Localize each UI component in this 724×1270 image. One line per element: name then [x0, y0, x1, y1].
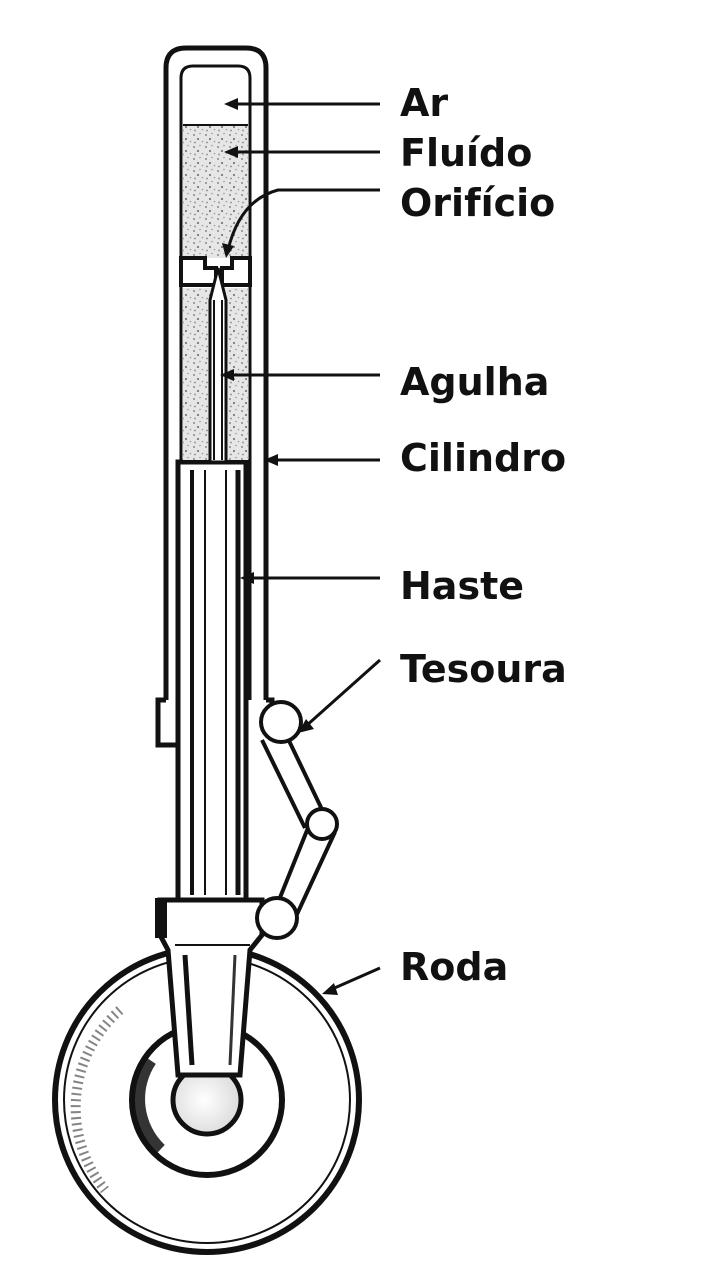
metering-needle: [208, 267, 228, 464]
fluid-upper: [183, 124, 248, 258]
leader-tesoura: [298, 658, 381, 733]
label-tesoura: Tesoura: [400, 647, 567, 691]
label-ar: Ar: [400, 81, 449, 125]
link-pivot-bottom: [255, 896, 299, 940]
link-pivot-mid: [305, 807, 339, 841]
leader-cilindro: [264, 454, 380, 466]
label-orificio: Orifício: [400, 181, 556, 225]
label-haste: Haste: [400, 564, 525, 608]
leader-lines: [220, 98, 381, 995]
axle-fork: [155, 897, 265, 1078]
leader-fluido: [224, 146, 380, 158]
orifice-plate: [179, 256, 252, 287]
label-agulha: Agulha: [400, 360, 550, 404]
leader-orificio: [222, 188, 380, 258]
label-roda: Roda: [400, 945, 509, 989]
wheel: [52, 945, 362, 1255]
rim-shading: [131, 1056, 165, 1156]
cylinder: [155, 45, 275, 748]
leader-ar: [224, 98, 380, 110]
leader-haste: [240, 572, 380, 584]
leader-agulha: [220, 369, 380, 381]
link-pivot-top: [259, 700, 303, 744]
torque-link: [255, 700, 339, 940]
label-fluido: Fluído: [400, 131, 533, 175]
piston-rod: [175, 459, 249, 903]
leader-roda: [322, 966, 381, 995]
label-cilindro: Cilindro: [400, 436, 567, 480]
